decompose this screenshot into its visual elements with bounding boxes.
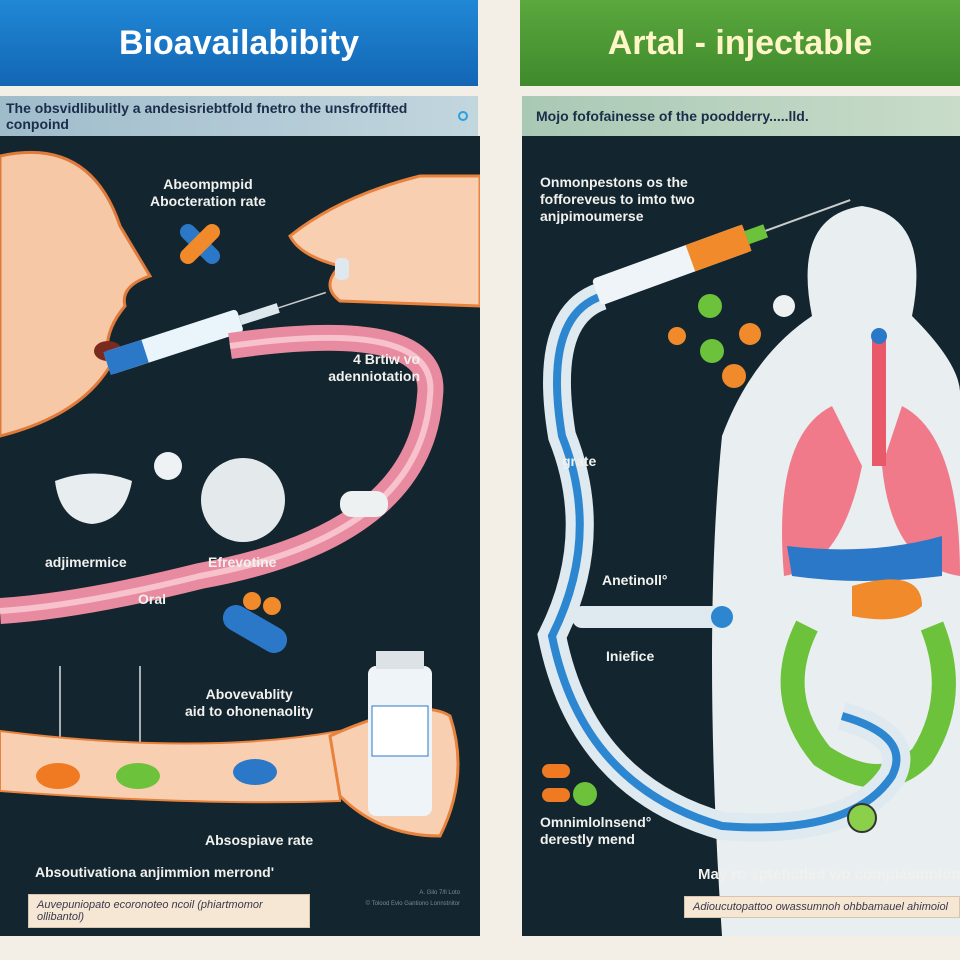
anetinoll-label: Anetinoll° bbox=[602, 572, 668, 588]
pill-icon bbox=[335, 258, 349, 280]
pill-orange bbox=[36, 763, 80, 789]
injectable-illustration bbox=[537, 199, 960, 936]
left-caption: Auvepuniopato ecoronoteo ncoil (phiartmo… bbox=[28, 894, 310, 928]
absorptive-rate-label: Absospiave rate bbox=[205, 832, 314, 848]
label-line: Abovevablity bbox=[205, 686, 293, 702]
label-line: Abeompmpid bbox=[163, 176, 253, 192]
label-line: aid to ohonenaolity bbox=[185, 703, 314, 719]
capsule-pair-icon bbox=[222, 592, 288, 653]
right-subtitle: Mojo fofofainesse of the poodderry.....l… bbox=[522, 96, 960, 136]
right-subtitle-text: Mojo fofofainesse of the poodderry.....l… bbox=[536, 108, 809, 124]
syringe-icon bbox=[103, 291, 327, 375]
pill-green bbox=[116, 763, 160, 789]
face bbox=[0, 150, 153, 438]
pill-blue bbox=[233, 759, 277, 785]
tablet-small bbox=[340, 491, 388, 517]
adjimermice-label: adjimermice bbox=[45, 554, 127, 570]
label-line: derestly mend bbox=[540, 831, 635, 847]
capsule-cross-icon bbox=[179, 223, 221, 265]
summary-label: May ro sptefictled wo compiasmnion bbox=[698, 866, 960, 883]
omni-label: Omnimlolnsend°derestly mend bbox=[540, 814, 651, 848]
molecule-icon bbox=[154, 452, 182, 480]
label-line: 4 Brtiw vo bbox=[353, 351, 420, 367]
liver bbox=[787, 536, 942, 581]
right-title: Artal - injectable bbox=[520, 0, 960, 86]
pills-icon bbox=[542, 764, 597, 806]
iniefice-label: Iniefice bbox=[606, 648, 655, 664]
left-title: Bioavailabibity bbox=[0, 0, 478, 86]
vial-icon bbox=[368, 651, 432, 816]
green-port bbox=[847, 803, 877, 833]
credit: A. Gilo 7/ll Loto © Tolood Evlo Gantiono … bbox=[330, 888, 460, 910]
effervotine-label: Efrevotine bbox=[208, 554, 277, 570]
oral-label: Oral bbox=[138, 591, 167, 607]
stomach bbox=[852, 579, 922, 620]
oral-illustration bbox=[0, 150, 480, 838]
syringe-icon bbox=[592, 199, 851, 305]
trachea bbox=[872, 336, 886, 466]
label-line: Omnimlolnsend° bbox=[540, 814, 652, 830]
label-line: fofforeveus to imto two bbox=[540, 191, 695, 207]
grate-label: grate bbox=[562, 453, 597, 469]
credit-line: A. Gilo 7/ll Loto bbox=[419, 890, 460, 896]
lungs-icon bbox=[782, 406, 960, 576]
label-line: Onmonpestons os the bbox=[540, 174, 688, 190]
powder-bowl bbox=[55, 473, 132, 524]
left-subtitle: The obsvidlibulitly a andesisriebtfold f… bbox=[0, 96, 478, 136]
left-title-text: Bioavailabibity bbox=[119, 23, 359, 62]
credit-line: © Tolood Evlo Gantiono Lonnstnitor bbox=[365, 901, 460, 907]
label-line: adenniotation bbox=[328, 368, 420, 384]
hand-top bbox=[288, 174, 480, 308]
circle-icon bbox=[458, 111, 468, 121]
tablet-icon bbox=[201, 458, 285, 542]
right-caption: Adioucutopattoo owassumnoh ohbbamauel ah… bbox=[684, 896, 960, 918]
left-subtitle-text: The obsvidlibulitly a andesisriebtfold f… bbox=[6, 100, 408, 132]
label-line: Abocteration rate bbox=[150, 193, 266, 209]
right-title-text: Artal - injectable bbox=[607, 23, 873, 62]
method-label: Absoutivationa anjimmion merrond' bbox=[35, 864, 275, 880]
side-tube bbox=[572, 606, 732, 628]
label-line: anjpimoumerse bbox=[540, 208, 644, 224]
intestine bbox=[780, 620, 956, 788]
molecule-icon bbox=[668, 294, 795, 388]
